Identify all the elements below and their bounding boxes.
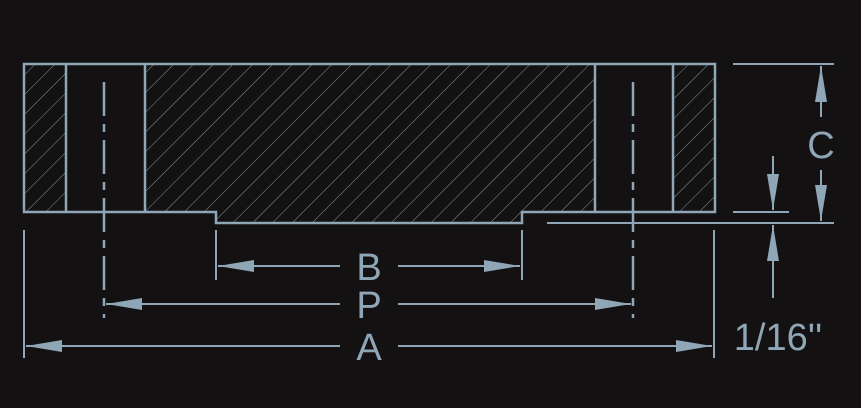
arrow-icon [767, 174, 779, 210]
arrow-icon [767, 225, 779, 261]
hatch-left [24, 64, 66, 212]
dimension-raised-face: 1/16'' [734, 156, 822, 359]
label-p: P [356, 285, 381, 327]
label-c: C [807, 125, 834, 167]
hatch-center [145, 64, 595, 223]
label-b: B [356, 247, 381, 289]
arrow-icon [815, 185, 827, 221]
arrow-icon [26, 340, 62, 352]
dimension-b: B [215, 230, 523, 289]
label-a: A [356, 327, 382, 369]
dimension-a: A [23, 230, 715, 369]
label-raised-face: 1/16'' [734, 317, 822, 359]
flange-section [22, 62, 717, 318]
arrow-icon [815, 66, 827, 102]
arrow-icon [676, 340, 712, 352]
arrow-icon [595, 298, 631, 310]
dimension-c: C [547, 63, 835, 224]
arrow-icon [106, 298, 142, 310]
arrow-icon [484, 260, 520, 272]
hatch-right [673, 64, 715, 212]
arrow-icon [218, 260, 254, 272]
dimension-p: P [106, 285, 631, 327]
flange-outline [22, 62, 717, 225]
